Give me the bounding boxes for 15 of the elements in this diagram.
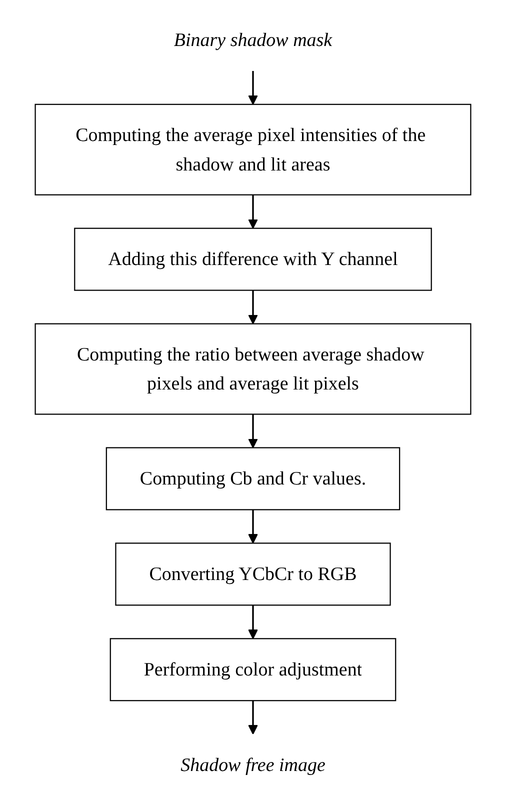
- node-text: Binary shadow mask: [174, 29, 332, 50]
- arrow: [248, 414, 258, 448]
- arrow: [248, 70, 258, 105]
- node-box: Adding this difference with Y channel: [74, 228, 432, 291]
- arrow: [248, 510, 258, 544]
- node-box: Computing the average pixel intensities of the shadow and lit areas: [34, 104, 472, 196]
- arrow: [248, 700, 258, 735]
- node-box: Converting YCbCr to RGB: [115, 542, 391, 606]
- node-box: Computing Cb and Cr values.: [106, 447, 400, 510]
- node-box: Computing the ratio between average shadow pixels and average lit pixels: [34, 323, 472, 415]
- arrow: [248, 290, 258, 324]
- node-box: Performing color adjustment: [110, 638, 396, 702]
- arrow: [248, 194, 258, 229]
- arrow: [248, 605, 258, 640]
- node-text: Shadow free image: [180, 754, 326, 776]
